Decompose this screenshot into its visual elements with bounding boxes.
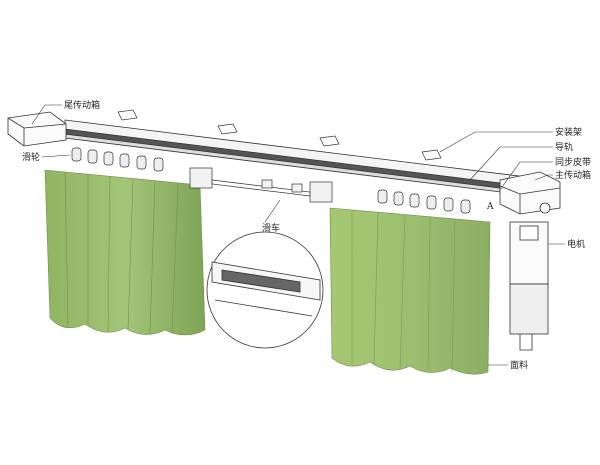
motor <box>509 221 549 351</box>
label-timing-belt: 同步皮带 <box>555 156 591 168</box>
detail-inset <box>206 231 324 349</box>
leader-lines <box>31 104 565 366</box>
label-fabric: 面料 <box>510 359 528 371</box>
label-motor: 电机 <box>567 238 585 250</box>
label-carriage: 滑车 <box>262 222 280 234</box>
label-detail-marker: A <box>486 202 494 212</box>
fabric-left-panel <box>44 169 206 336</box>
label-track: 导轨 <box>555 141 573 153</box>
label-mounting-bracket: 安装架 <box>555 126 582 138</box>
label-main-gearbox: 主传动箱 <box>555 169 591 181</box>
label-tail-gearbox: 尾传动箱 <box>64 99 100 111</box>
mounting-brackets <box>117 109 442 161</box>
label-pulley: 滑轮 <box>22 151 40 163</box>
tail-gearbox <box>7 111 67 147</box>
fabric-right-panel <box>329 207 491 375</box>
pulleys <box>71 147 471 214</box>
main-gearbox <box>499 171 561 215</box>
carriages <box>189 167 333 203</box>
